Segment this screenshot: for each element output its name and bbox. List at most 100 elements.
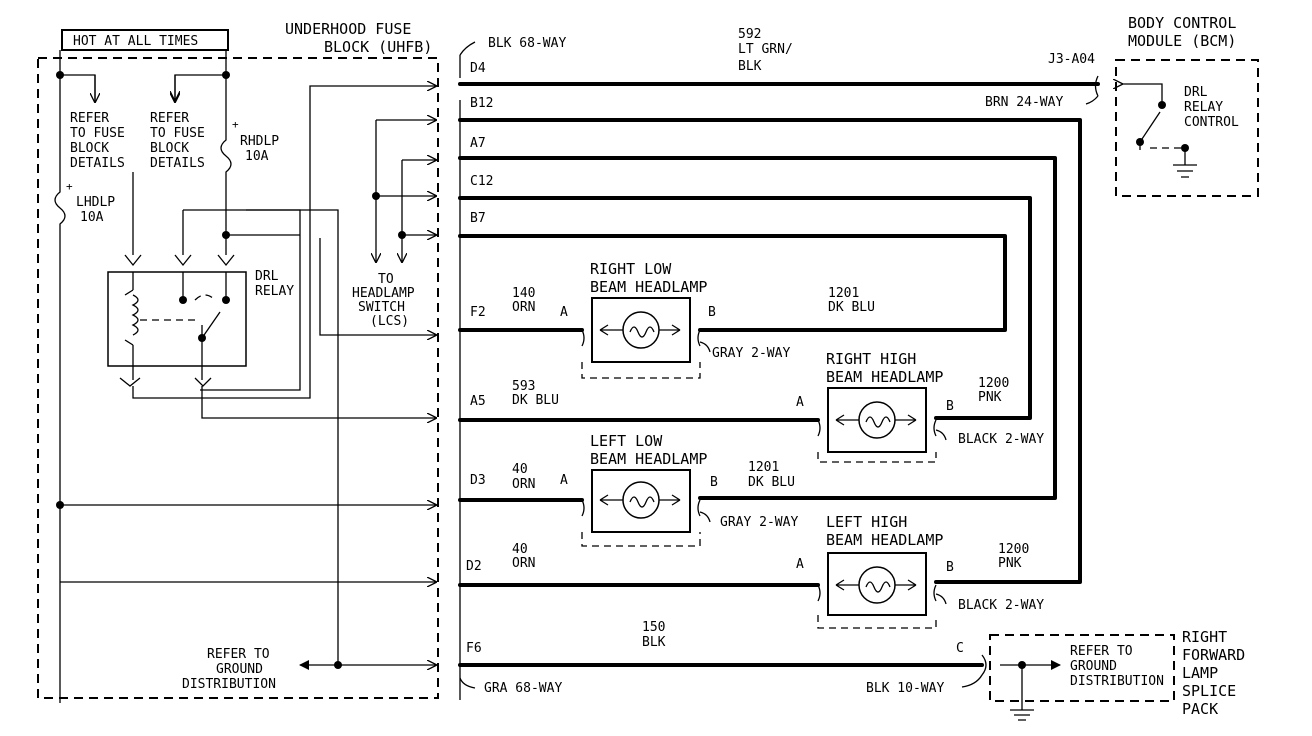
svg-text:TO FUSE: TO FUSE [150, 126, 205, 141]
svg-text:LEFT HIGH: LEFT HIGH [826, 513, 907, 531]
svg-text:BEAM HEADLAMP: BEAM HEADLAMP [826, 531, 943, 549]
svg-text:A: A [796, 395, 804, 410]
rhdlp-fuse-symbol [220, 75, 232, 235]
svg-text:592: 592 [738, 27, 761, 42]
pin-f6: F6 [466, 641, 482, 656]
connector-gray-2-way: GRAY 2-WAY [720, 515, 798, 530]
connector-j3-a04: J3-A04 [1048, 52, 1095, 67]
bcm-title-line1: BODY CONTROL [1128, 14, 1236, 32]
svg-text:150: 150 [642, 620, 665, 635]
uhfb-connector-column: BLK 68-WAY GRA 68-WAY D4 B12 A7 C12 B7 F… [459, 36, 566, 700]
connector-blk-10-way: BLK 10-WAY [866, 681, 944, 696]
connector-brn-24-way: BRN 24-WAY [985, 95, 1063, 110]
left-high-beam-headlamp: LEFT HIGH BEAM HEADLAMP A B BLACK 2-WAY [796, 513, 1044, 629]
svg-text:B: B [710, 475, 718, 490]
svg-text:1201: 1201 [828, 286, 859, 301]
svg-text:CONTROL: CONTROL [1184, 115, 1239, 130]
refer-ground-distribution-splice: REFER TO GROUND DISTRIBUTION [1070, 644, 1164, 689]
hot-at-all-times-label: HOT AT ALL TIMES [73, 34, 198, 49]
lhdlp-fuse-symbol [54, 75, 66, 703]
svg-text:DISTRIBUTION: DISTRIBUTION [1070, 674, 1164, 689]
svg-text:PACK: PACK [1182, 700, 1218, 718]
svg-text:REFER: REFER [150, 111, 189, 126]
uhfb-title-line2: BLOCK (UHFB) [324, 38, 432, 56]
rhdlp-fuse-label: RHDLP 10A [240, 134, 279, 164]
pin-d2: D2 [466, 559, 482, 574]
to-headlamp-switch-label: TO HEADLAMP SWITCH (LCS) [352, 272, 415, 329]
svg-text:40: 40 [512, 542, 528, 557]
svg-text:ORN: ORN [512, 556, 535, 571]
wire-a7 [458, 156, 1057, 500]
connector-gray-2-way: GRAY 2-WAY [712, 346, 790, 361]
drl-relay [107, 254, 247, 387]
svg-text:RELAY: RELAY [255, 284, 294, 299]
svg-text:DK BLU: DK BLU [748, 475, 795, 490]
bulb-icon [858, 401, 896, 439]
harness-wires [458, 82, 1100, 667]
refer-fuse-details-1: REFER TO FUSE BLOCK DETAILS [70, 111, 125, 171]
svg-text:B: B [946, 399, 954, 414]
svg-text:BLOCK: BLOCK [70, 141, 109, 156]
pin-c: C [956, 641, 964, 656]
svg-text:140: 140 [512, 286, 535, 301]
svg-text:+: + [66, 180, 73, 193]
svg-text:REFER TO: REFER TO [207, 647, 270, 662]
svg-text:REFER: REFER [70, 111, 109, 126]
svg-text:GROUND: GROUND [1070, 659, 1117, 674]
uhfb-title-line1: UNDERHOOD FUSE [285, 20, 411, 38]
svg-text:LHDLP: LHDLP [76, 195, 115, 210]
drl-relay-control-label: DRL RELAY CONTROL [1184, 85, 1239, 130]
svg-text:RIGHT HIGH: RIGHT HIGH [826, 350, 916, 368]
svg-text:GROUND: GROUND [216, 662, 263, 677]
bulb-icon [622, 481, 660, 519]
svg-text:PNK: PNK [978, 390, 1002, 405]
svg-text:BEAM HEADLAMP: BEAM HEADLAMP [826, 368, 943, 386]
connector-gra-68-way: GRA 68-WAY [484, 681, 562, 696]
svg-text:REFER TO: REFER TO [1070, 644, 1133, 659]
splice-pack-title: RIGHT FORWARD LAMP SPLICE PACK [1182, 628, 1245, 718]
pin-c12: C12 [470, 174, 493, 189]
svg-text:ORN: ORN [512, 477, 535, 492]
svg-text:RIGHT LOW: RIGHT LOW [590, 260, 672, 278]
svg-text:B: B [708, 305, 716, 320]
wire-b7 [458, 234, 1007, 332]
svg-text:TO FUSE: TO FUSE [70, 126, 125, 141]
svg-text:BLK: BLK [738, 59, 762, 74]
pin-a7: A7 [470, 136, 486, 151]
underhood-fuse-block: UNDERHOOD FUSE BLOCK (UHFB) HOT AT ALL T… [37, 20, 439, 703]
right-low-beam-headlamp: RIGHT LOW BEAM HEADLAMP A B GRAY 2-WAY [560, 260, 790, 379]
body-control-module: BODY CONTROL MODULE (BCM) J3-A04 BRN 24-… [985, 14, 1259, 197]
svg-text:DK BLU: DK BLU [828, 300, 875, 315]
wire-labels: 592 LT GRN/ BLK 140 ORN 1201 DK BLU 593 … [512, 27, 1029, 650]
pin-a5: A5 [470, 394, 486, 409]
connector-black-2-way: BLACK 2-WAY [958, 432, 1044, 447]
svg-text:10A: 10A [80, 210, 104, 225]
connector-blk-68-way: BLK 68-WAY [488, 36, 566, 51]
lhdlp-fuse-label: LHDLP 10A [76, 195, 115, 225]
left-low-beam-headlamp: LEFT LOW BEAM HEADLAMP A B GRAY 2-WAY [560, 432, 798, 547]
svg-text:40: 40 [512, 462, 528, 477]
connector-black-2-way: BLACK 2-WAY [958, 598, 1044, 613]
svg-text:RELAY: RELAY [1184, 100, 1223, 115]
right-high-beam-headlamp: RIGHT HIGH BEAM HEADLAMP A B BLACK 2-WAY [796, 350, 1044, 463]
svg-text:PNK: PNK [998, 556, 1022, 571]
svg-text:LEFT LOW: LEFT LOW [590, 432, 663, 450]
svg-text:DETAILS: DETAILS [150, 156, 205, 171]
svg-text:DRL: DRL [255, 269, 279, 284]
svg-text:FORWARD: FORWARD [1182, 646, 1245, 664]
svg-text:10A: 10A [245, 149, 269, 164]
svg-text:DK BLU: DK BLU [512, 393, 559, 408]
svg-text:RHDLP: RHDLP [240, 134, 279, 149]
wire-c12 [458, 196, 1032, 420]
bulb-icon [858, 566, 896, 604]
svg-text:LAMP: LAMP [1182, 664, 1218, 682]
svg-text:1200: 1200 [998, 542, 1029, 557]
svg-text:BLK: BLK [642, 635, 666, 650]
refer-ground-distribution-uhfb: REFER TO GROUND DISTRIBUTION [182, 647, 276, 692]
refer-fuse-details-2: REFER TO FUSE BLOCK DETAILS [150, 111, 205, 171]
svg-text:593: 593 [512, 379, 535, 394]
svg-text:DETAILS: DETAILS [70, 156, 125, 171]
pin-f2: F2 [470, 305, 486, 320]
svg-text:BEAM HEADLAMP: BEAM HEADLAMP [590, 278, 707, 296]
